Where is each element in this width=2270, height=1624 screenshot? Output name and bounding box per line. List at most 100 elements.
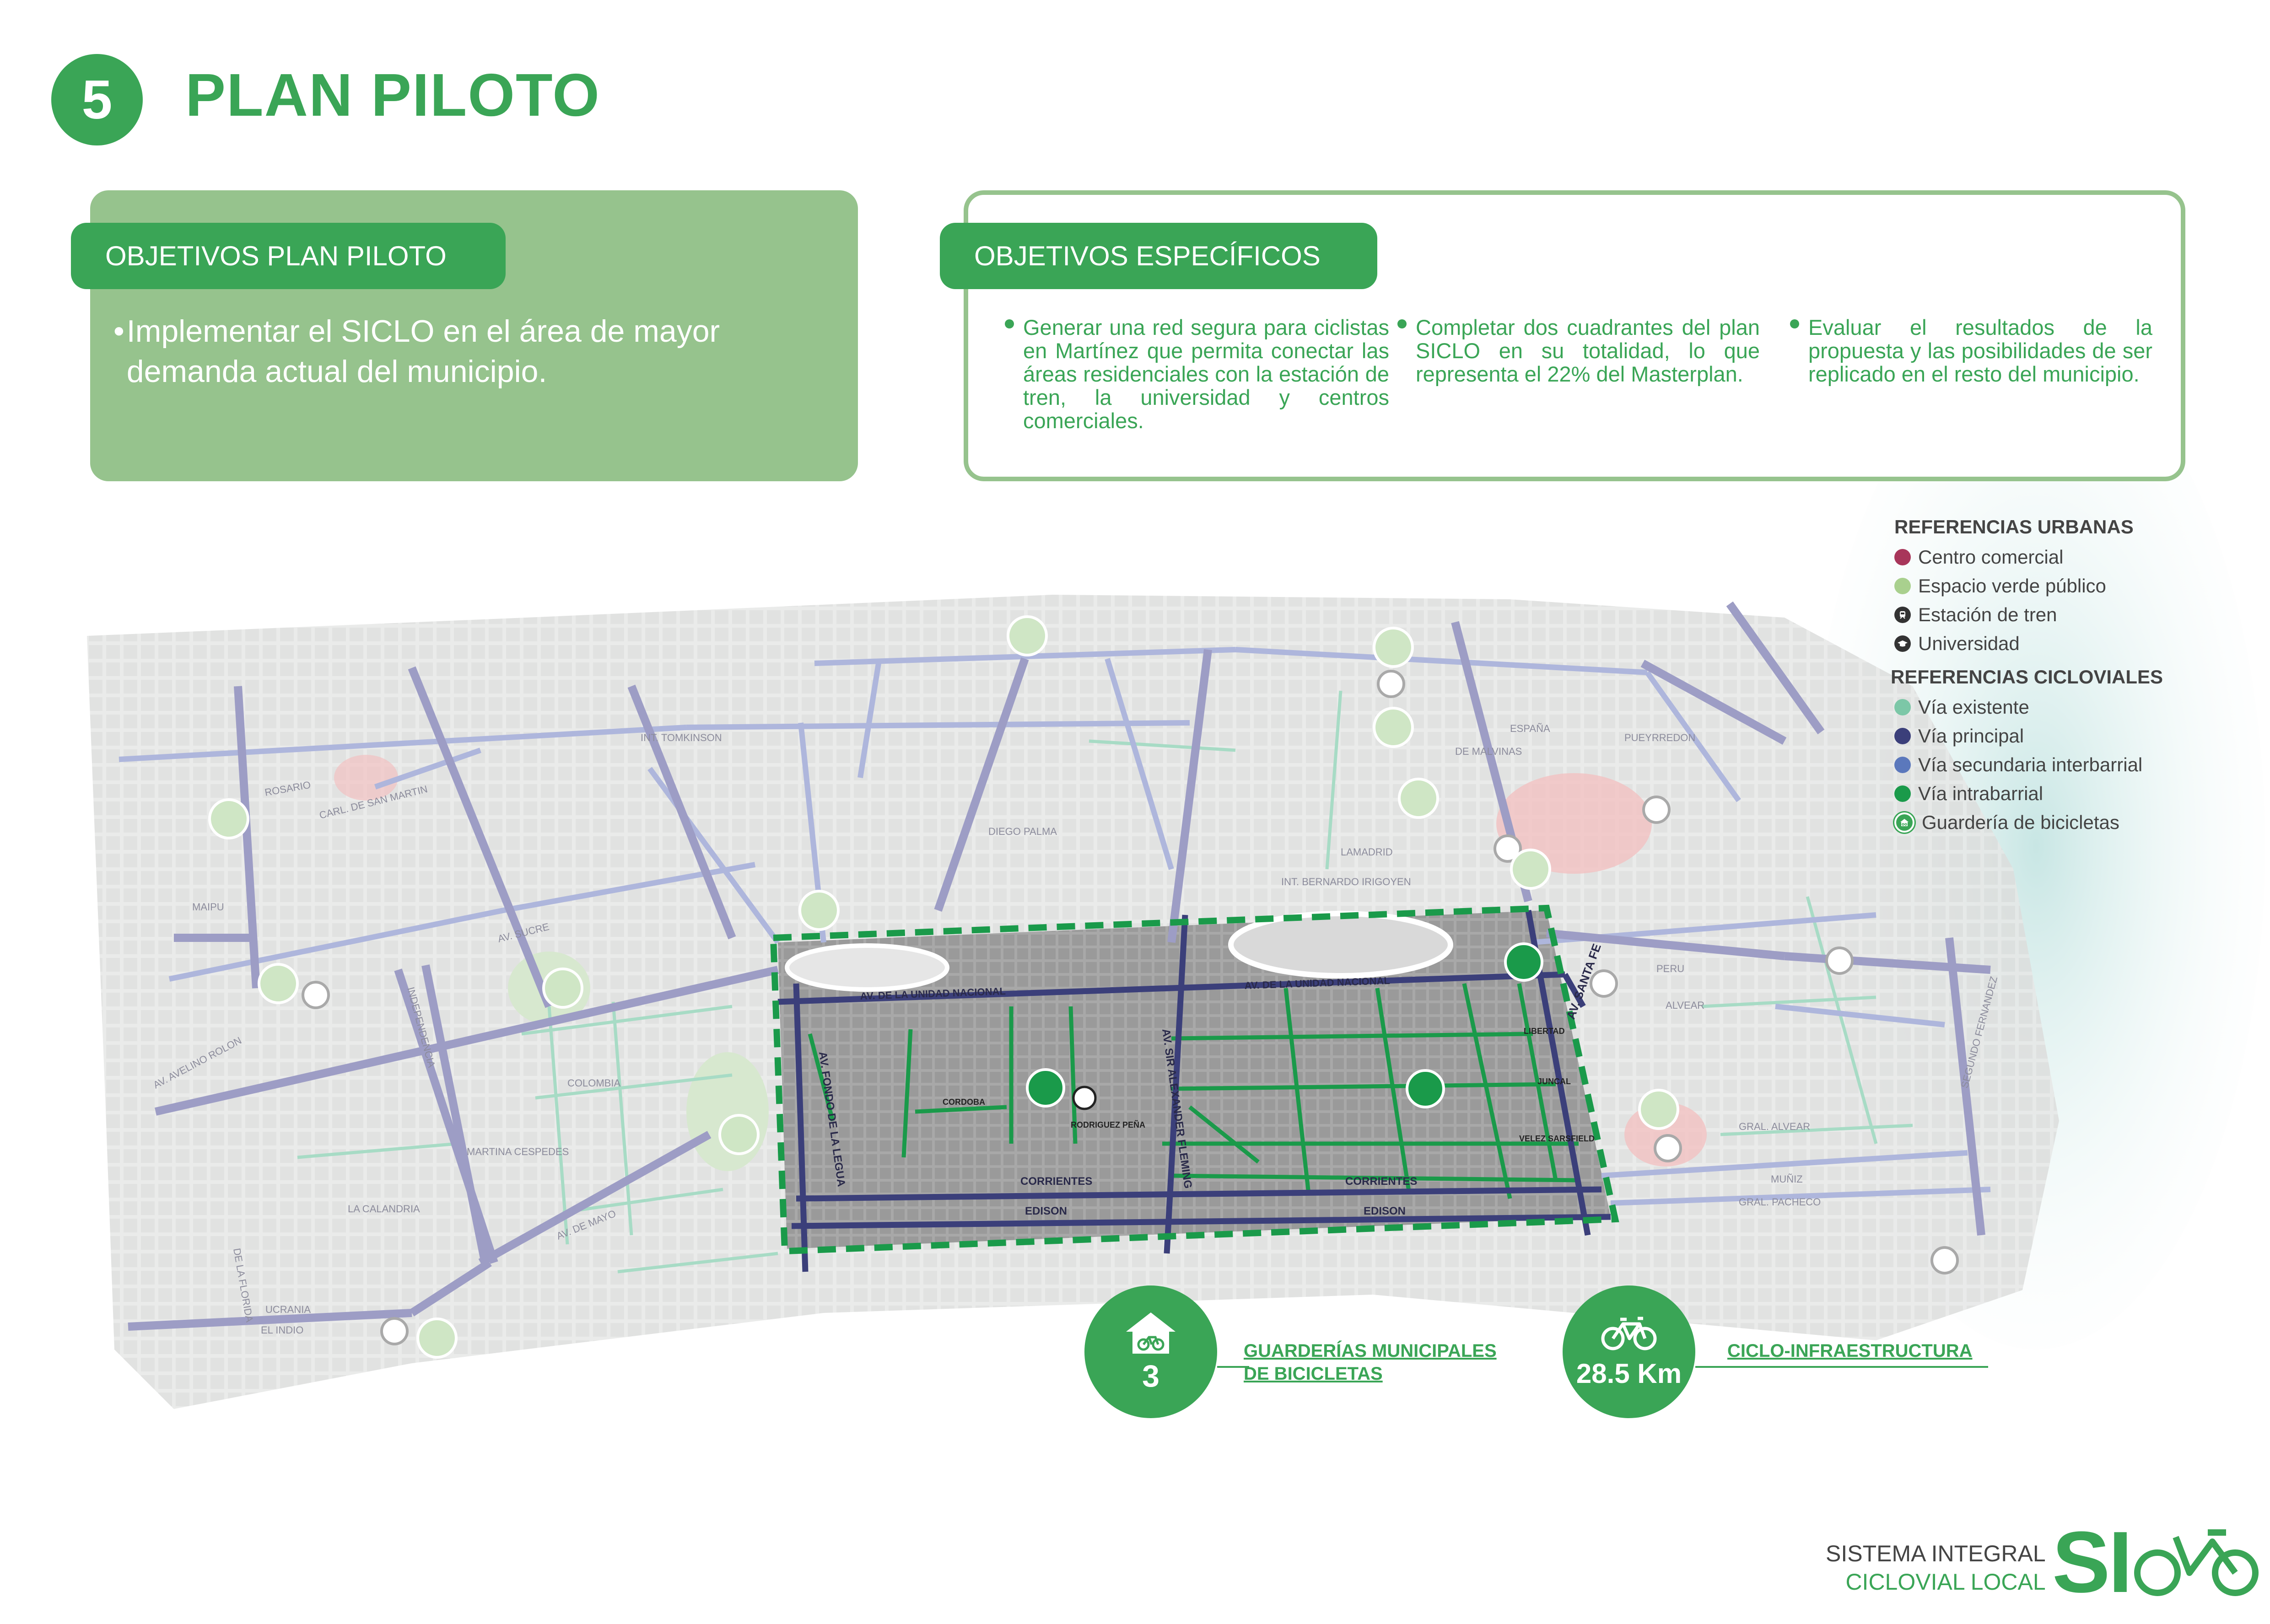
legend-label: Vía secundaria interbarrial <box>1918 753 2143 775</box>
legend-label: Vía existente <box>1918 696 2029 718</box>
street-label: PUEYRREDON <box>1624 732 1695 743</box>
bullet-icon <box>1005 319 1014 328</box>
existing-lane-icon <box>1894 699 1911 715</box>
bike-garages-label: GUARDERÍAS MUNICIPALES DE BICICLETAS <box>1244 1339 1537 1385</box>
cycle-infrastructure-value: 28.5 Km <box>1576 1358 1682 1389</box>
street-label: GRAL. ALVEAR <box>1739 1121 1810 1132</box>
secondary-lanes <box>119 647 1991 1206</box>
pilot-area-boundary <box>770 904 1619 1255</box>
stat-label-line: GUARDERÍAS MUNICIPALES <box>1244 1341 1497 1361</box>
legend-item: Vía principal <box>1894 721 2260 750</box>
bullet-icon: • <box>113 314 124 349</box>
specific-objective-text: Generar una red segura para ciclistas en… <box>1023 315 1389 433</box>
map-legend: REFERENCIAS URBANAS Centro comercial Esp… <box>1891 516 2260 837</box>
street-label: RODRIGUEZ PEÑA <box>1071 1120 1145 1129</box>
green-space-icon <box>1894 577 1911 594</box>
principal-lanes <box>777 909 1611 1272</box>
svg-text:SI: SI <box>2052 1519 2131 1606</box>
green-space <box>686 1052 769 1171</box>
bike-house-icon <box>1894 812 1914 833</box>
street-label: DIEGO PALMA <box>988 826 1057 837</box>
street-label: ESPAÑA <box>1510 723 1550 734</box>
footer-line-1: SISTEMA INTEGRAL <box>1826 1541 2046 1566</box>
legend-urban-title: REFERENCIAS URBANAS <box>1894 516 2134 538</box>
general-objective-text: Implementar el SICLO en el área de mayor… <box>126 314 720 389</box>
legend-label: Estación de tren <box>1918 603 2057 625</box>
shopping-center-area <box>1496 773 1652 874</box>
train-station-markers <box>302 670 1959 1345</box>
bullet-icon <box>1790 319 1799 328</box>
street-label: CORRIENTES <box>1345 1175 1417 1188</box>
street-label: CORRIENTES <box>1020 1175 1092 1188</box>
bike-house-icon <box>1126 1312 1175 1354</box>
legend-label: Guardería de bicicletas <box>1922 811 2119 833</box>
legend-item: Guardería de bicicletas <box>1894 808 2260 837</box>
street-label: DE MALVINAS <box>1455 746 1522 757</box>
street-label: EDISON <box>1364 1205 1406 1217</box>
graduation-cap-icon <box>1894 635 1911 652</box>
main-lanes <box>128 601 1991 1331</box>
street-label: PERU <box>1656 963 1684 974</box>
legend-label: Universidad <box>1918 632 2020 654</box>
bike-garages-count: 3 <box>1142 1359 1159 1393</box>
street-label: MAIPU <box>192 901 224 913</box>
street-label: INT. TOMKINSON <box>641 732 722 743</box>
legend-item: Vía existente <box>1894 693 2260 721</box>
general-objectives-title: OBJETIVOS PLAN PILOTO <box>71 223 506 289</box>
legend-item: Centro comercial <box>1894 543 2260 571</box>
street-label: COLOMBIA <box>567 1077 620 1089</box>
race-track <box>785 943 949 992</box>
general-objective-item: • Implementar el SICLO en el área de may… <box>113 311 827 392</box>
specific-objective-item: Generar una red segura para ciclistas en… <box>1005 315 1389 433</box>
train-icon <box>1894 606 1911 623</box>
intrabarrial-lanes <box>808 983 1579 1199</box>
street-label: VELEZ SARSFIELD <box>1519 1134 1595 1143</box>
legend-cycle-title: REFERENCIAS CICLOVIALES <box>1891 666 2163 688</box>
street-label: CORDOBA <box>943 1097 985 1107</box>
legend-label: Centro comercial <box>1918 546 2064 568</box>
existing-lanes <box>297 690 1913 1274</box>
street-label: MARTINA CESPEDES <box>467 1146 569 1157</box>
legend-item: Espacio verde público <box>1894 571 2260 600</box>
intrabarrial-lane-icon <box>1894 785 1911 802</box>
street-label: ALVEAR <box>1666 1000 1704 1011</box>
street-label: JUNCAL <box>1537 1077 1571 1086</box>
page-title: PLAN PILOTO <box>185 61 600 129</box>
cycle-infrastructure-stat: 28.5 Km <box>1563 1285 1695 1418</box>
stat-connector-line <box>1217 1366 1249 1368</box>
street-label: GRAL. PACHECO <box>1739 1196 1821 1208</box>
street-label: INT. BERNARDO IRIGOYEN <box>1281 876 1411 887</box>
street-label: LA CALANDRIA <box>348 1203 420 1215</box>
specific-objective-text: Completar dos cuadrantes del plan SICLO … <box>1416 315 1760 386</box>
street-label: EL INDIO <box>261 1324 303 1336</box>
stat-connector-line <box>1695 1366 1988 1368</box>
university-marker <box>1072 1086 1097 1110</box>
legend-item: Estación de tren <box>1894 600 2260 629</box>
bullet-icon <box>1397 319 1407 328</box>
section-number-badge: 5 <box>51 54 143 145</box>
footer-program-name: SISTEMA INTEGRAL CICLOVIAL LOCAL <box>1826 1539 2046 1596</box>
legend-item: Vía intrabarrial <box>1894 779 2260 808</box>
shopping-center-icon <box>1894 549 1911 565</box>
cycle-infrastructure-label: CICLO-INFRAESTRUCTURA <box>1727 1341 1973 1361</box>
footer-line-2: CICLOVIAL LOCAL <box>1845 1569 2046 1595</box>
bicycle-icon <box>1601 1317 1657 1350</box>
legend-label: Vía principal <box>1918 725 2024 747</box>
secondary-lane-icon <box>1894 756 1911 773</box>
street-label: LAMADRID <box>1341 846 1393 858</box>
bike-garages-stat: 3 <box>1084 1285 1217 1418</box>
street-label: EDISON <box>1025 1205 1067 1217</box>
legend-label: Vía intrabarrial <box>1918 782 2044 804</box>
siclo-logo: SI <box>2052 1514 2267 1624</box>
race-track <box>1228 911 1453 979</box>
specific-objective-item: Evaluar el resultados de la propuesta y … <box>1790 315 2152 386</box>
street-label: MUÑIZ <box>1771 1173 1803 1185</box>
specific-objective-text: Evaluar el resultados de la propuesta y … <box>1808 315 2152 386</box>
specific-objective-item: Completar dos cuadrantes del plan SICLO … <box>1397 315 1760 386</box>
shopping-center-area <box>334 755 398 801</box>
street-label: LIBERTAD <box>1524 1027 1565 1036</box>
specific-objectives-title: OBJETIVOS ESPECÍFICOS <box>940 223 1377 289</box>
main-lane-icon <box>1894 727 1911 744</box>
street-label: UCRANIA <box>265 1304 311 1315</box>
legend-item: Universidad <box>1894 629 2260 658</box>
